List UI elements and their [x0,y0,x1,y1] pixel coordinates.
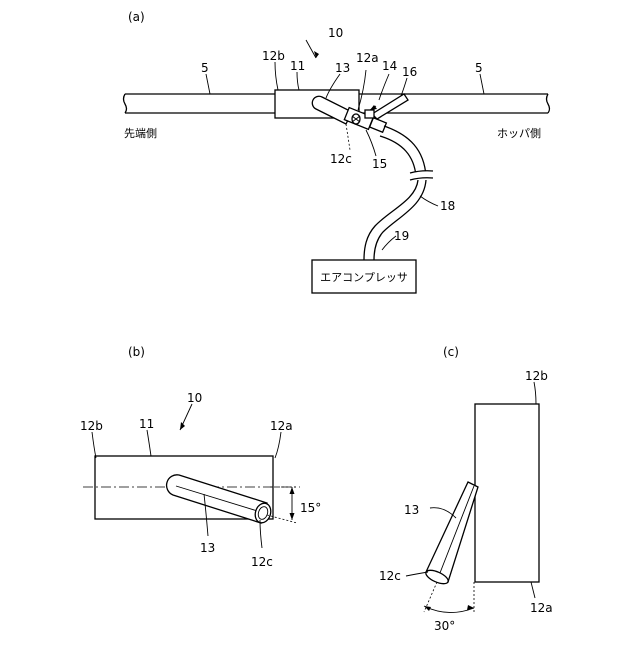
sleeve-11-c [475,404,539,582]
side-right-label: ホッパ側 [497,127,541,140]
label-12c-b: 12c [251,555,273,569]
label-15-a: 15 [372,157,387,171]
label-13-a: 13 [335,61,350,75]
label-14-a: 14 [382,59,397,73]
label-12a-c: 12a [530,601,553,615]
label-5-left: 5 [201,61,209,75]
panel-b: (b) 10 12b 11 [80,345,321,569]
label-11-b: 11 [139,417,154,431]
label-10-a: 10 [328,26,343,40]
label-12b-b: 12b [80,419,103,433]
label-12c-c: 12c [379,569,401,583]
label-12b-c: 12b [525,369,548,383]
label-11-a: 11 [290,59,305,73]
side-left-label: 先端側 [124,127,157,140]
label-5-right: 5 [475,61,483,75]
label-13-c: 13 [404,503,419,517]
label-12a-b: 12a [270,419,293,433]
angle-30-marker [424,582,474,613]
panel-b-label: (b) [128,345,145,359]
label-18-a: 18 [440,199,455,213]
panel-a-label: (a) [128,10,145,24]
label-12a-a: 12a [356,51,379,65]
label-13-b: 13 [200,541,215,555]
label-12b-a: 12b [262,49,285,63]
label-12c-a: 12c [330,152,352,166]
panel-a: (a) [124,10,550,293]
label-10-b: 10 [187,391,202,405]
panel-c: (c) 12b 13 12c 12a 30° [379,345,553,633]
label-16-a: 16 [402,65,417,79]
panel-c-label: (c) [443,345,459,359]
compressor-label: エアコンプレッサ [320,271,408,284]
valve-lever-16 [365,94,408,119]
angle-30-label: 30° [434,619,455,633]
label-19-a: 19 [394,229,409,243]
nozzle-13-c [424,482,478,586]
angle-15-label: 15° [300,501,321,515]
